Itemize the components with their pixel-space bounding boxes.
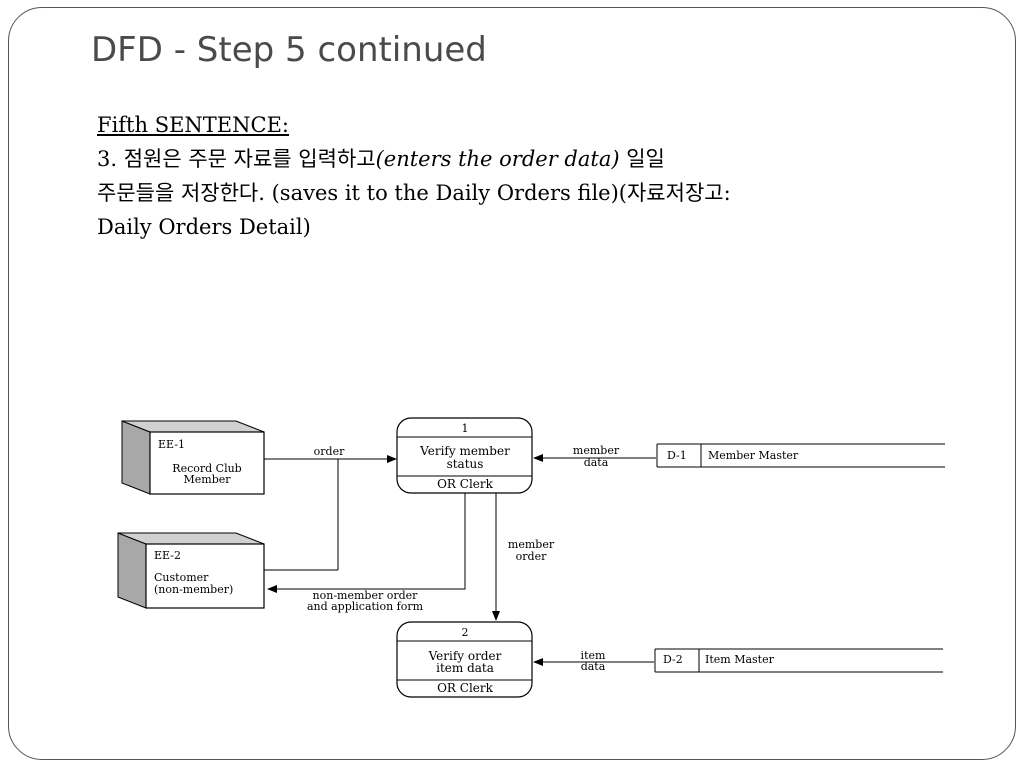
d1-name: Member Master [708, 449, 799, 462]
process-1-line2: status [447, 457, 484, 471]
line3-text: Daily Orders Detail) [97, 215, 311, 239]
line2-text: . (saves it to the Daily Orders file)( [258, 181, 627, 205]
slide-title: DFD - Step 5 continued [91, 30, 487, 70]
line1-korean: 점원은 주문 자료를 입력하고 [123, 147, 376, 171]
sentence-heading: Fifth SENTENCE: [97, 108, 917, 142]
line1-korean-tail: 일일 [619, 147, 665, 171]
flow-non-member-order: non-member order and application form [267, 493, 466, 613]
process-1-line1: Verify member [419, 444, 510, 458]
process-1-number: 1 [462, 422, 469, 435]
flow-non-member-line2: and application form [307, 600, 424, 613]
flow-item-data-line2: data [581, 660, 606, 673]
ee1-id: EE-1 [158, 438, 185, 451]
flow-member-data-line2: data [584, 456, 609, 469]
line1-prefix: 3. [97, 147, 124, 171]
ee1-line1: Record Club [172, 462, 241, 475]
sentence-line-1: 3. 점원은 주문 자료를 입력하고(enters the order data… [97, 142, 917, 176]
ee2-line2: (non-member) [154, 583, 233, 596]
process-1: 1 Verify member status OR Clerk [396, 417, 533, 494]
sentence-heading-text: Fifth SENTENCE: [97, 113, 289, 137]
flow-non-member-line1: non-member order [313, 589, 419, 602]
ee1-line2: Member [183, 473, 231, 486]
data-store-d2: D-2 Item Master [654, 648, 943, 673]
d2-name: Item Master [705, 653, 775, 666]
flow-member-data: member data [533, 444, 656, 469]
process-1-actor: OR Clerk [437, 477, 494, 491]
flow-item-data-line1: item [581, 649, 606, 662]
sentence-line-2: 주문들을 저장한다. (saves it to the Daily Orders… [97, 176, 917, 210]
flow-member-data-line1: member [573, 444, 620, 457]
line2-korean-tail: 자료저장고 [626, 181, 724, 205]
flow-item-data: item data [533, 649, 654, 673]
process-2-line2: item data [436, 661, 494, 675]
flow-order: order [264, 445, 397, 571]
external-entity-ee2: EE-2 Customer (non-member) [117, 532, 265, 609]
process-2: 2 Verify order item data OR Clerk [396, 621, 533, 698]
line1-italic: (enters the order data) [375, 147, 620, 171]
flow-member-order-line2: order [516, 550, 547, 563]
external-entity-ee1: EE-1 Record Club Member [121, 420, 265, 495]
process-2-line1: Verify order [428, 649, 502, 663]
data-store-d1: D-1 Member Master [656, 443, 945, 468]
slide-body: Fifth SENTENCE: 3. 점원은 주문 자료를 입력하고(enter… [97, 108, 917, 244]
line2-end: : [723, 181, 731, 205]
line2-korean: 주문들을 저장한다 [97, 181, 259, 205]
d1-id: D-1 [667, 449, 687, 462]
sentence-line-3: Daily Orders Detail) [97, 210, 917, 244]
process-2-number: 2 [462, 626, 469, 639]
ee2-id: EE-2 [154, 549, 181, 562]
flow-member-order-line1: member [508, 538, 555, 551]
flow-member-order: member order [492, 493, 555, 621]
process-2-actor: OR Clerk [437, 681, 494, 695]
ee2-line1: Customer [154, 571, 209, 584]
d2-id: D-2 [663, 653, 683, 666]
flow-order-label: order [314, 445, 345, 458]
